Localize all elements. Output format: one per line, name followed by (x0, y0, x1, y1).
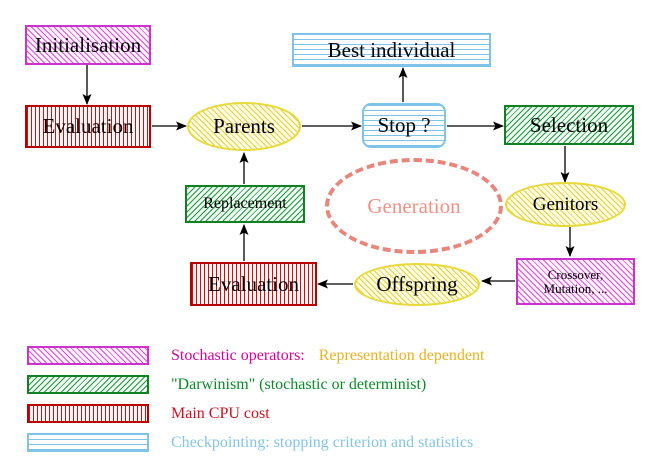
node-stop-label: Stop ? (377, 113, 431, 138)
node-generation-boundary: Generation (325, 158, 503, 254)
legend-row-main-cpu-cost: Main CPU cost (27, 404, 270, 423)
legend-label-main-cpu-cost: Main CPU cost (171, 404, 270, 422)
node-evaluation-bottom-label: Evaluation (208, 271, 299, 296)
node-stop[interactable]: Stop ? (362, 103, 446, 148)
node-evaluation-top[interactable]: Evaluation (25, 105, 151, 148)
legend-label-stochastic-operators: Stochastic operators: (171, 346, 305, 364)
node-crossover-mutation[interactable]: Crossover, Mutation, ... (516, 258, 635, 305)
node-replacement-label: Replacement (203, 194, 287, 212)
node-generation-label: Generation (367, 193, 461, 218)
node-parents-label: Parents (213, 114, 275, 139)
node-selection-label: Selection (529, 112, 609, 137)
legend-label-representation-dependent: Representation dependent (318, 346, 485, 364)
legend-swatch-diagonal-hatch-magenta (27, 346, 149, 365)
node-evaluation-top-label: Evaluation (42, 114, 134, 139)
node-offspring[interactable]: Offspring (354, 263, 480, 306)
legend-label-darwinism: "Darwinism" (stochastic or determinist) (171, 375, 427, 393)
node-replacement[interactable]: Replacement (185, 185, 305, 223)
legend-row-darwinism: "Darwinism" (stochastic or determinist) (27, 375, 426, 394)
node-best-individual[interactable]: Best individual (292, 33, 491, 67)
node-crossover-label-line1: Crossover, (547, 266, 604, 282)
node-offspring-label: Offspring (376, 272, 458, 297)
legend-row-checkpointing: Checkpointing: stopping criterion and st… (27, 433, 473, 452)
legend-swatch-horizontal-stripes-blue (27, 433, 149, 452)
node-genitors-label: Genitors (532, 193, 599, 215)
node-parents[interactable]: Parents (187, 102, 301, 151)
legend-label-checkpointing: Checkpointing: stopping criterion and st… (171, 433, 474, 451)
legend-row-stochastic-operators: Stochastic operators: Representation dep… (27, 346, 484, 365)
node-initialisation[interactable]: Initialisation (25, 25, 151, 65)
node-selection[interactable]: Selection (504, 105, 634, 145)
legend-swatch-diagonal-hatch-green (27, 375, 149, 394)
node-crossover-label-line2: Mutation, ... (543, 280, 608, 296)
legend-swatch-vertical-stripes-red (27, 404, 149, 423)
node-initialisation-label: Initialisation (34, 32, 142, 57)
node-best-individual-label: Best individual (327, 37, 456, 62)
node-genitors[interactable]: Genitors (505, 182, 626, 227)
node-evaluation-bottom[interactable]: Evaluation (190, 262, 317, 306)
